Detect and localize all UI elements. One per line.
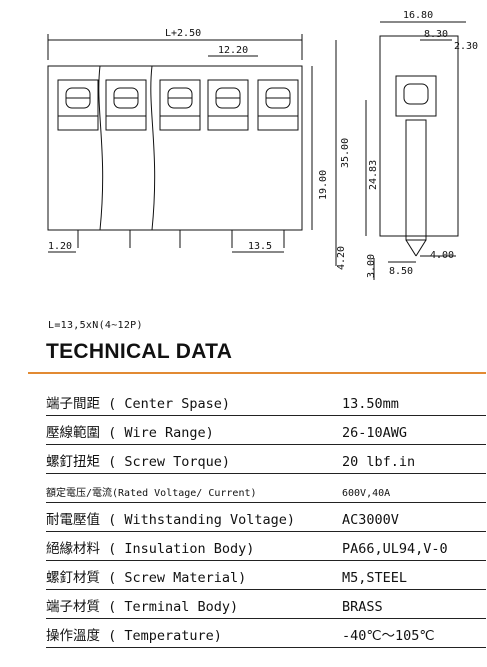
spec-label: 額定電压/電流(Rated Voltage/ Current) [46, 488, 257, 499]
title-underline [28, 372, 486, 374]
spec-value: PA66,UL94,V-0 [342, 541, 448, 557]
spec-row-temperature: 操作溫度 ( Temperature) -40℃～105℃ [46, 624, 486, 648]
dim-pitch: 12.20 [218, 45, 248, 56]
spec-row-terminal-body: 端子材質 ( Terminal Body) BRASS [46, 595, 486, 619]
spec-row-center-spacing: 端子間距 ( Center Spase) 13.50mm [46, 392, 486, 416]
spec-label: 端子間距 ( Center Spase) [46, 396, 231, 412]
dim-side-pin-offset: 8.50 [389, 266, 413, 277]
dim-height-body: 19.00 [318, 170, 329, 200]
spec-row-withstanding-voltage: 耐電壓值 ( Withstanding Voltage) AC3000V [46, 508, 486, 532]
dim-overall-length: L+2.50 [165, 28, 201, 39]
spec-row-rated-voltage: 額定電压/電流(Rated Voltage/ Current) 600V,40A [46, 479, 486, 503]
length-formula: L=13,5xN(4~12P) [48, 320, 143, 331]
dim-pin-width: 1.20 [48, 241, 72, 252]
spec-value: 26-10AWG [342, 425, 408, 441]
technical-drawing: L+2.50 12.20 1.20 13.5 35.00 19.00 4.20 … [47, 10, 478, 280]
dim-side-pin: 4.00 [430, 250, 454, 261]
spec-label: 螺釘扭矩 ( Screw Torque) [46, 454, 231, 470]
spec-label: 絕緣材料 ( Insulation Body) [46, 541, 255, 557]
spec-value: 13.50mm [342, 396, 399, 412]
spec-value: M5,STEEL [342, 570, 408, 586]
spec-row-screw-torque: 螺釘扭矩 ( Screw Torque) 20 lbf.in [46, 450, 486, 474]
spec-value: 600V,40A [342, 488, 391, 499]
spec-row-insulation-body: 絕緣材料 ( Insulation Body) PA66,UL94,V-0 [46, 537, 486, 561]
spec-label: 端子材質 ( Terminal Body) [46, 599, 239, 615]
dim-side-bottom: 3.00 [366, 254, 377, 278]
spec-label: 操作溫度 ( Temperature) [46, 628, 222, 644]
dim-height-total: 35.00 [340, 138, 351, 168]
spec-value: BRASS [342, 599, 383, 615]
spec-value: AC3000V [342, 512, 399, 528]
dim-pin-pitch: 13.5 [248, 241, 272, 252]
spec-value: 20 lbf.in [342, 454, 416, 470]
spec-row-screw-material: 螺釘材質 ( Screw Material) M5,STEEL [46, 566, 486, 590]
spec-row-wire-range: 壓線範圍 ( Wire Range) 26-10AWG [46, 421, 486, 445]
dim-pin-length: 4.20 [336, 246, 347, 270]
dim-side-small: 2.30 [454, 41, 478, 52]
section-title: TECHNICAL DATA [46, 340, 233, 363]
dim-side-height: 24.83 [368, 160, 379, 190]
spec-label: 耐電壓值 ( Withstanding Voltage) [46, 512, 296, 528]
spec-value: -40℃～105℃ [342, 628, 435, 644]
dim-side-width: 16.80 [403, 10, 433, 21]
spec-label: 壓線範圍 ( Wire Range) [46, 425, 214, 441]
dim-side-top: 8.30 [424, 29, 448, 40]
spec-label: 螺釘材質 ( Screw Material) [46, 570, 247, 586]
